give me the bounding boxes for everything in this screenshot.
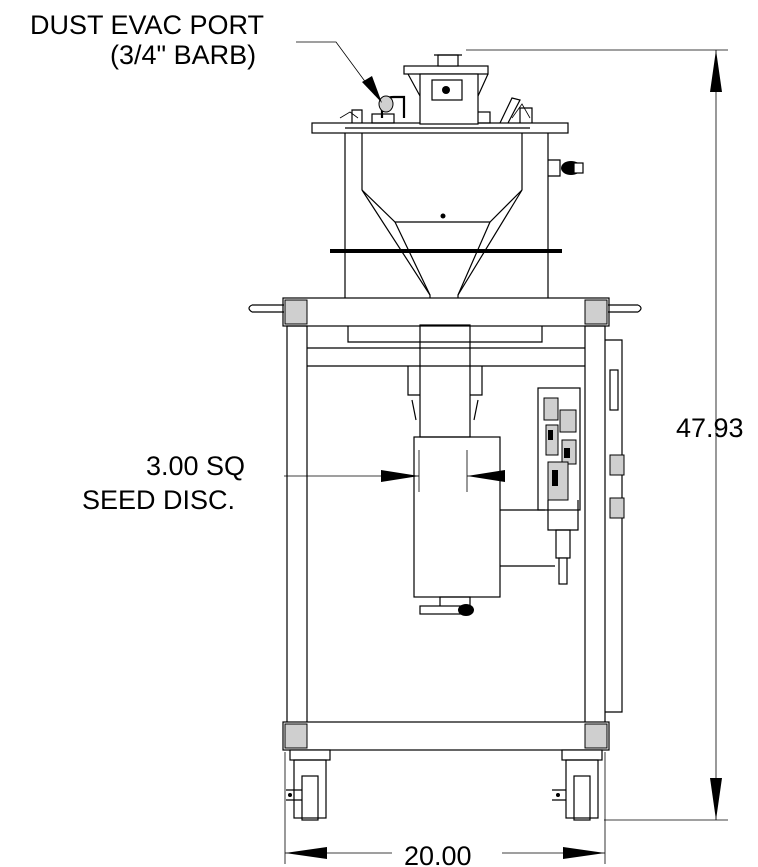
cart-frame bbox=[248, 297, 642, 751]
left-caster bbox=[286, 749, 331, 821]
seed-disc-label-line2: SEED DISC. bbox=[82, 485, 235, 515]
height-dimension bbox=[466, 49, 728, 821]
hopper-body bbox=[330, 133, 584, 325]
width-dimension-label: 20.00 bbox=[404, 841, 472, 867]
right-caster bbox=[552, 749, 603, 821]
height-dimension-label: 47.93 bbox=[676, 413, 744, 443]
seed-disc-dimension bbox=[284, 450, 505, 492]
top-gate-housing bbox=[403, 54, 489, 125]
control-assembly bbox=[537, 339, 625, 713]
dust-evac-port bbox=[378, 95, 406, 118]
seed-metering-tube bbox=[407, 324, 555, 616]
dust-evac-leader bbox=[296, 41, 382, 103]
dust-evac-label-line2: (3/4" BARB) bbox=[110, 40, 256, 70]
seed-disc-label-line1: 3.00 SQ bbox=[146, 451, 245, 481]
dust-evac-label-line1: DUST EVAC PORT bbox=[30, 10, 264, 40]
width-dimension bbox=[284, 752, 606, 864]
